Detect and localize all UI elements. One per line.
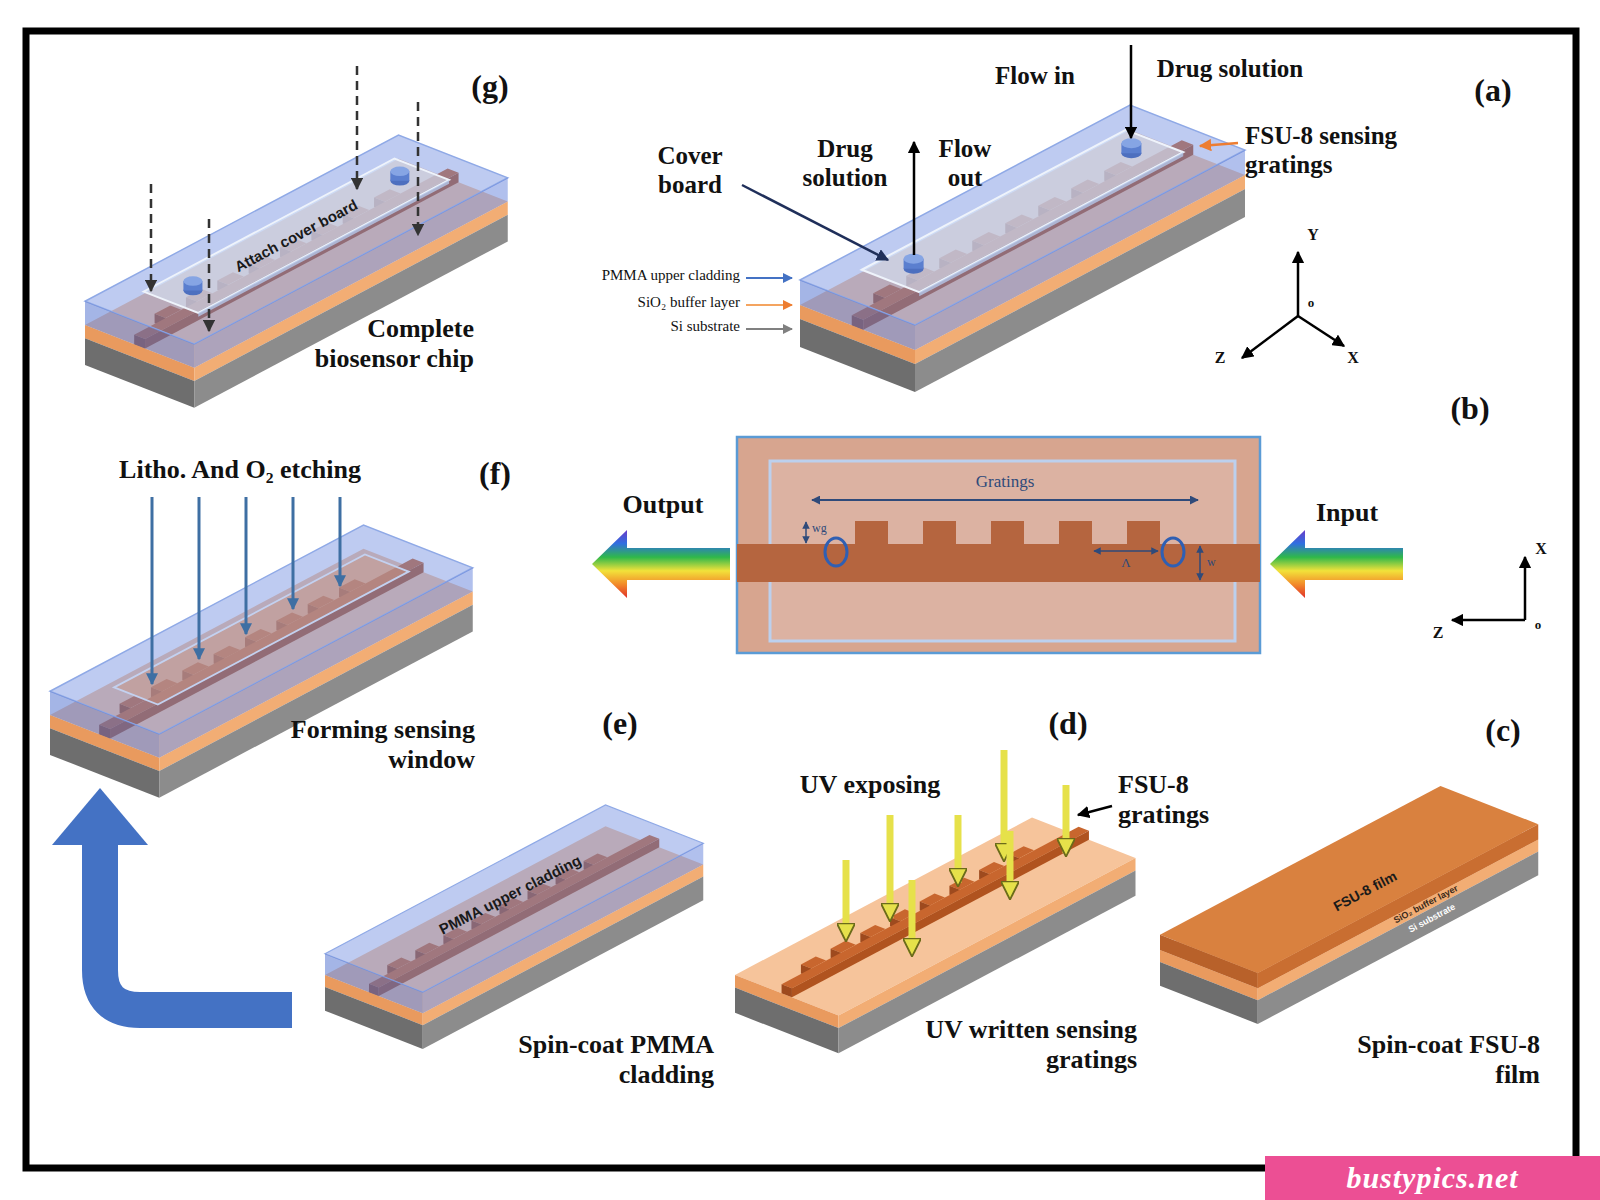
flow-annotation: Flow in: [975, 62, 1095, 91]
axis-label: Z: [1210, 349, 1230, 367]
axis-label: Y: [1303, 226, 1323, 244]
step-caption: Complete biosensor chip: [274, 314, 474, 374]
step-caption: UV written sensing gratings: [922, 1015, 1137, 1075]
part-label: FSU-8 sensing gratings: [1245, 122, 1445, 180]
part-label: Cover board: [640, 142, 740, 200]
axis-label: X: [1531, 540, 1551, 558]
panel-letter: (f): [470, 455, 520, 492]
step-caption: Litho. And O₂ etching: [50, 455, 430, 485]
axis-label: o: [1303, 296, 1319, 311]
panel-letter: (d): [1043, 705, 1093, 742]
dimension-label: Λ: [1116, 556, 1136, 571]
port-label: Input: [1297, 498, 1397, 528]
axis-label: Z: [1428, 624, 1448, 642]
step-caption: Spin-coat PMMA cladding: [474, 1030, 714, 1090]
dimension-label: wg: [812, 522, 842, 536]
step-caption: Forming sensing window: [245, 715, 475, 775]
panel-letter: (a): [1468, 72, 1518, 109]
flow-annotation: Flow out: [925, 135, 1005, 193]
panel-letter: (e): [595, 705, 645, 742]
panel-letter: (b): [1445, 390, 1495, 427]
dimension-label: w: [1207, 556, 1227, 570]
axis-label: X: [1343, 349, 1363, 367]
panel-letter: (g): [465, 68, 515, 105]
port-label: Output: [603, 490, 723, 520]
step-caption: Spin-coat FSU-8 film: [1325, 1030, 1540, 1090]
step-annotation: UV exposing: [760, 770, 980, 800]
axis-label: o: [1530, 618, 1546, 633]
panel-letter: (c): [1478, 712, 1528, 749]
dimension-label: Gratings: [935, 472, 1075, 492]
layer-label: Si substrate: [520, 318, 740, 335]
watermark: bustypics.net: [1265, 1156, 1600, 1200]
layer-label: PMMA upper cladding: [520, 267, 740, 284]
flow-annotation: Drug solution: [1130, 55, 1330, 84]
part-label: FSU-8 gratings: [1118, 770, 1248, 830]
layer-label: SiO₂ buffer layer: [520, 294, 740, 311]
flow-annotation: Drug solution: [790, 135, 900, 193]
